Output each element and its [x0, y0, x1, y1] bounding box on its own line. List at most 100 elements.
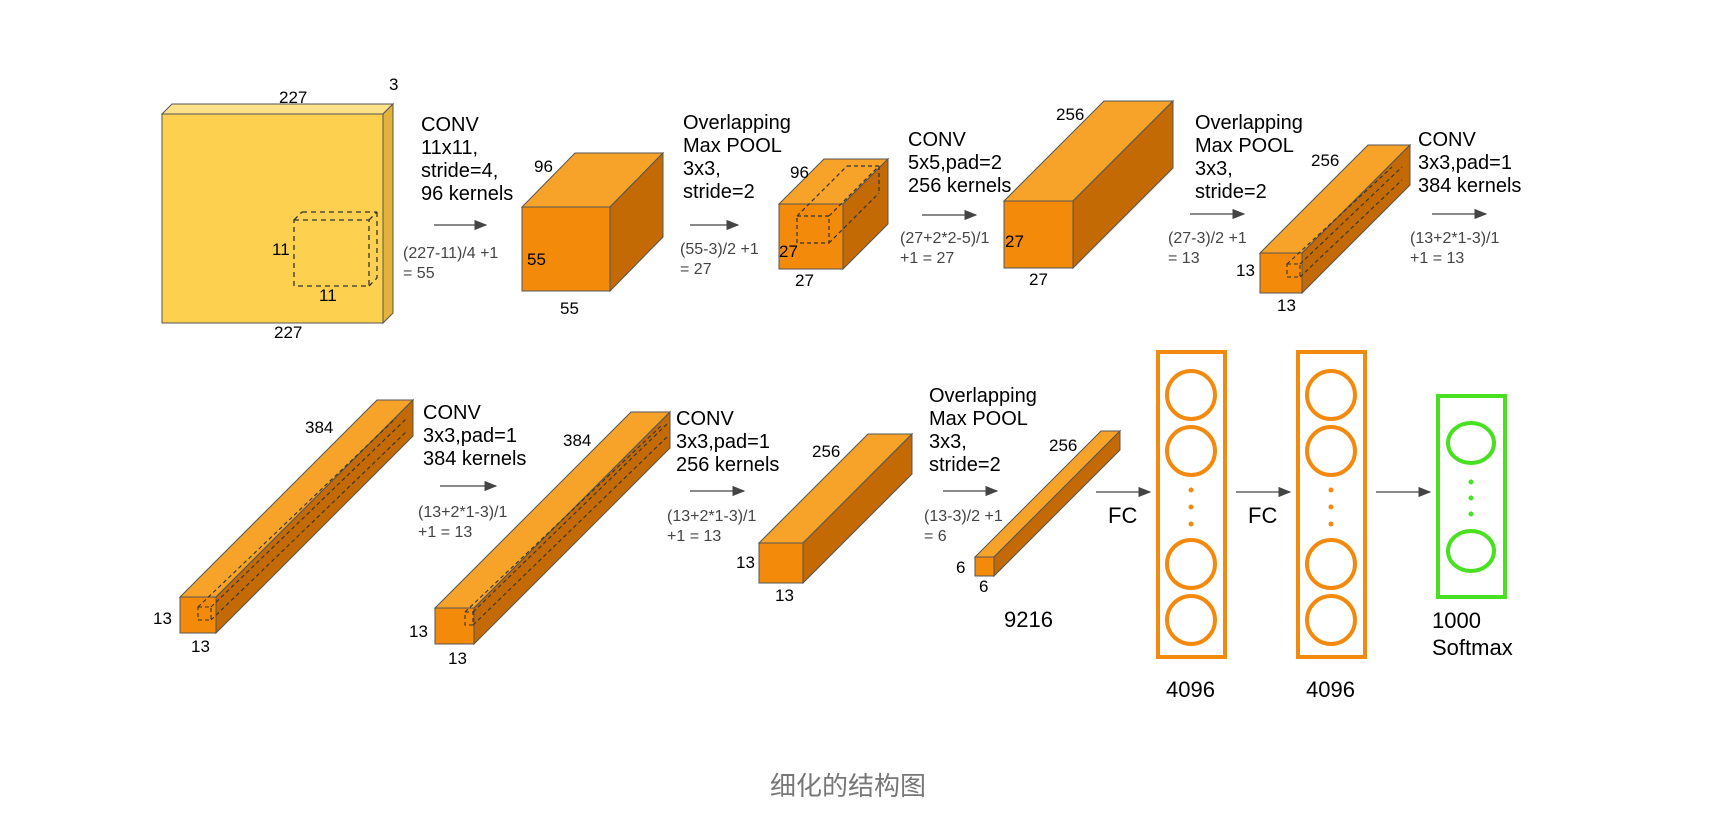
input-top-face	[160, 103, 395, 115]
input-front-face	[161, 113, 384, 324]
op-pool3: Overlapping Max POOL 3x3, stride=2 (13-3…	[924, 385, 1037, 545]
op-conv4: CONV 3x3,pad=1 384 kernels (13+2*1-3)/1 …	[418, 402, 526, 541]
softmax-box	[1436, 394, 1507, 599]
pool1-volume: 96 27 27	[777, 157, 890, 290]
input-depth-label: 3	[389, 75, 398, 94]
op7-calc-2: +1 = 13	[667, 528, 721, 545]
conv2-volume: 256 27 27	[1002, 99, 1175, 289]
conv3-volume: 384 13 13	[153, 398, 415, 656]
conv3-top-face	[178, 399, 415, 598]
op4-calc-2: = 13	[1168, 250, 1200, 267]
pool1-width-label: 27	[795, 271, 814, 290]
conv1-width-label: 55	[560, 299, 579, 318]
input-height-label: 227	[274, 323, 302, 342]
pool3-volume: 256 6 6 9216	[956, 429, 1122, 632]
pool3-depth-label: 256	[1049, 436, 1077, 455]
fc-label-2: FC	[1248, 503, 1277, 528]
conv5-front-face	[758, 542, 804, 584]
conv2-width-label: 27	[1029, 270, 1048, 289]
op-conv2: CONV 5x5,pad=2 256 kernels (27+2*2-5)/1 …	[900, 129, 1011, 267]
softmax-ellipsis	[1468, 479, 1474, 517]
op6-line-2: 3x3,pad=1	[423, 425, 517, 447]
input-kernel-box	[293, 211, 378, 287]
input-side-face	[382, 102, 394, 325]
softmax-neuron-2	[1446, 529, 1496, 573]
op-conv1: CONV 11x11, stride=4, 96 kernels (227-11…	[403, 114, 513, 282]
op4-line-2: Max POOL	[1195, 135, 1294, 157]
op2-line-1: Overlapping	[683, 112, 791, 134]
conv2-depth-label: 256	[1056, 105, 1084, 124]
fc2-neuron-4	[1305, 594, 1357, 646]
conv3-height-label: 13	[153, 609, 172, 628]
op7-line-2: 3x3,pad=1	[676, 431, 770, 453]
conv3-kernel-box	[197, 417, 408, 621]
pool2-height-label: 13	[1236, 261, 1255, 280]
pool3-width-label: 6	[979, 577, 988, 596]
op-conv5: CONV 3x3,pad=1 256 kernels (13+2*1-3)/1 …	[667, 408, 779, 545]
softmax-neuron-1	[1446, 421, 1496, 465]
conv1-height-label: 55	[527, 250, 546, 269]
op8-calc-2: = 6	[924, 528, 947, 545]
figure-caption: 细化的结构图	[770, 771, 926, 801]
fc2-neuron-2	[1305, 425, 1357, 477]
conv5-volume: 256 13 13	[736, 432, 914, 605]
fc1-box	[1156, 350, 1227, 659]
op5-line-3: 384 kernels	[1418, 175, 1521, 197]
conv2-front-face	[1003, 200, 1074, 269]
op2-line-3: 3x3,	[683, 158, 721, 180]
conv4-height-label: 13	[409, 622, 428, 641]
op8-calc-1: (13-3)/2 +1	[924, 508, 1003, 525]
op3-line-2: 5x5,pad=2	[908, 152, 1002, 174]
conv4-volume: 384 13 13	[409, 410, 672, 668]
fc2-neuron-3	[1305, 538, 1357, 590]
conv4-width-label: 13	[448, 649, 467, 668]
fc2-layer: 4096	[1296, 350, 1367, 702]
conv5-height-label: 13	[736, 553, 755, 572]
fc2-ellipsis	[1328, 487, 1334, 527]
op7-line-3: 256 kernels	[676, 454, 779, 476]
op4-line-1: Overlapping	[1195, 112, 1303, 134]
op-conv3: CONV 3x3,pad=1 384 kernels (13+2*1-3)/1 …	[1410, 129, 1521, 267]
pool1-depth-label: 96	[790, 163, 809, 182]
op3-calc-2: +1 = 27	[900, 250, 954, 267]
softmax-name-label: Softmax	[1432, 635, 1513, 660]
conv5-depth-label: 256	[812, 442, 840, 461]
op5-line-1: CONV	[1418, 129, 1476, 151]
op3-line-3: 256 kernels	[908, 175, 1011, 197]
input-volume: 227 227 3 11 11	[160, 75, 398, 342]
conv2-height-label: 27	[1005, 232, 1024, 251]
fc1-ellipsis	[1188, 487, 1194, 527]
conv5-width-label: 13	[775, 586, 794, 605]
op8-line-2: Max POOL	[929, 408, 1028, 430]
pool2-width-label: 13	[1277, 296, 1296, 315]
op3-calc-1: (27+2*2-5)/1	[900, 230, 989, 247]
pool2-depth-label: 256	[1311, 151, 1339, 170]
op8-line-1: Overlapping	[929, 385, 1037, 407]
fc1-neuron-1	[1165, 369, 1217, 421]
fc2-box	[1296, 350, 1367, 659]
op7-line-1: CONV	[676, 408, 734, 430]
fc1-neuron-2	[1165, 425, 1217, 477]
op6-calc-1: (13+2*1-3)/1	[418, 504, 507, 521]
fc-label-1: FC	[1108, 503, 1137, 528]
op7-calc-1: (13+2*1-3)/1	[667, 508, 756, 525]
fc2-neuron-1	[1305, 369, 1357, 421]
input-kernel-h-label: 11	[272, 240, 290, 259]
fc1-layer: 4096	[1156, 350, 1227, 702]
fc1-size-label: 4096	[1166, 677, 1215, 702]
fc1-neuron-4	[1165, 594, 1217, 646]
op2-line-2: Max POOL	[683, 135, 782, 157]
flatten-size-label: 9216	[1004, 607, 1053, 632]
pool3-front-face	[974, 556, 995, 577]
op5-line-2: 3x3,pad=1	[1418, 152, 1512, 174]
op1-line-3: stride=4,	[421, 160, 498, 182]
op1-line-2: 11x11,	[421, 137, 478, 159]
op1-calc-2: = 55	[403, 265, 435, 282]
op8-line-3: 3x3,	[929, 431, 967, 453]
pool3-height-label: 6	[956, 558, 965, 577]
softmax-layer: 1000 Softmax	[1432, 394, 1513, 660]
op2-calc-1: (55-3)/2 +1	[680, 241, 759, 258]
fc1-neuron-3	[1165, 538, 1217, 590]
softmax-size-label: 1000	[1432, 608, 1481, 633]
